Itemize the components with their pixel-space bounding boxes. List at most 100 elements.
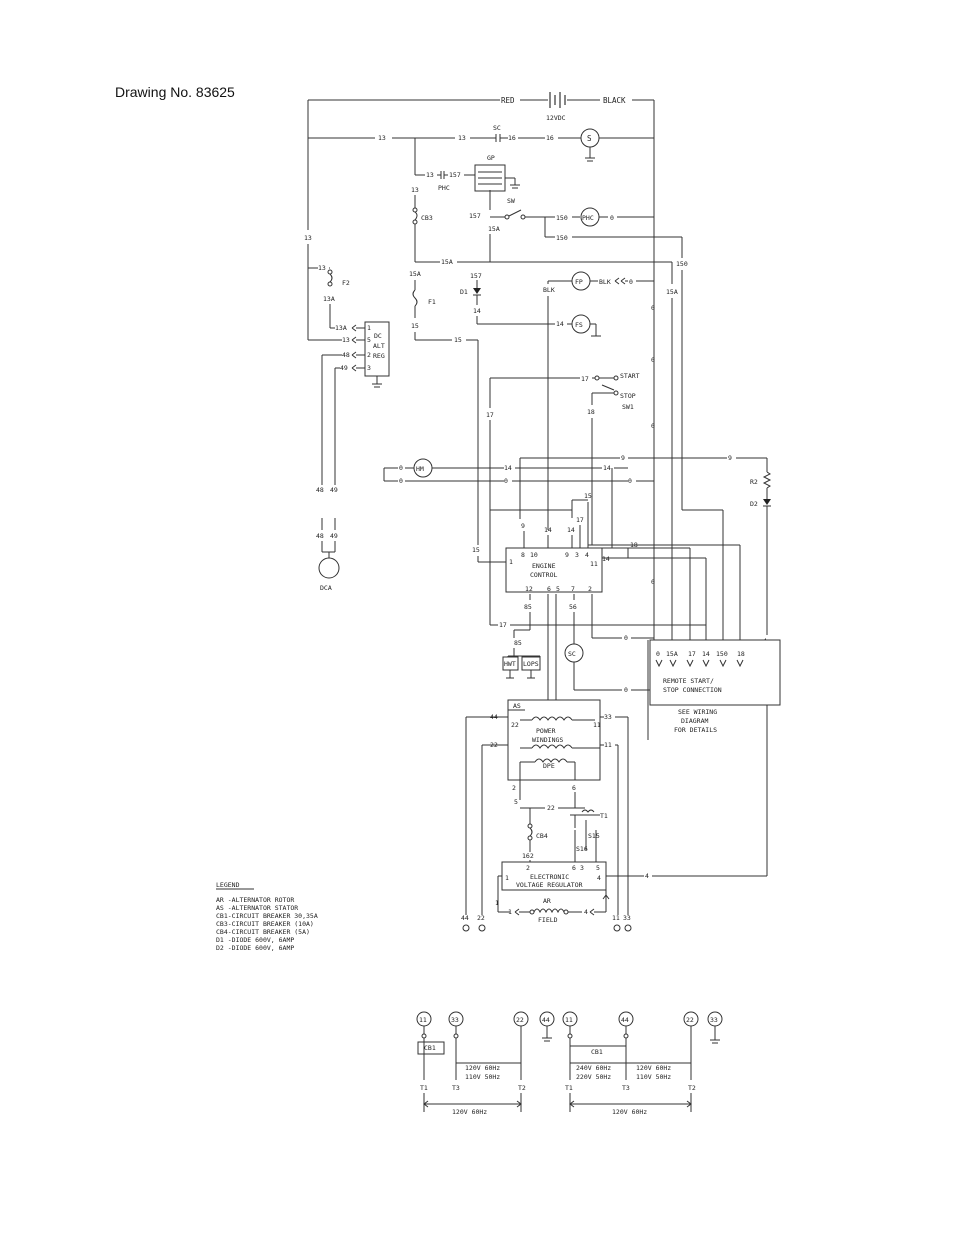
voltage-label: 240V 60Hz — [576, 1064, 611, 1072]
svg-text:11: 11 — [590, 560, 598, 568]
svg-text:14: 14 — [504, 464, 512, 472]
voltage-label: 120V 60Hz — [465, 1064, 500, 1072]
svg-text:13: 13 — [378, 134, 386, 142]
svg-text:22: 22 — [547, 804, 555, 812]
svg-text:0: 0 — [504, 477, 508, 485]
svg-text:9: 9 — [621, 454, 625, 462]
svg-text:17: 17 — [499, 621, 507, 629]
svg-text:22: 22 — [477, 914, 485, 922]
svg-text:48: 48 — [342, 351, 350, 359]
svg-text:150: 150 — [676, 260, 688, 268]
svg-text:2: 2 — [367, 351, 371, 359]
svg-text:0: 0 — [651, 356, 655, 364]
remote-label-1: REMOTE START/ — [663, 677, 714, 685]
ar-label: AR — [543, 897, 551, 905]
t1-cb4: T1 S15 S16 CB4 162 — [522, 808, 608, 862]
legend-item: CB4-CIRCUIT BREAKER (5A) — [216, 928, 310, 936]
svg-text:18: 18 — [630, 541, 638, 549]
dcalt-label-2: ALT — [373, 342, 385, 350]
voltage-label: 220V 50Hz — [576, 1073, 611, 1081]
svg-text:85: 85 — [524, 603, 532, 611]
evr-label-2: VOLTAGE REGULATOR — [516, 881, 583, 889]
lops-sensor-label: LOPS — [523, 660, 539, 668]
svg-text:1: 1 — [509, 558, 513, 566]
svg-text:15: 15 — [584, 492, 592, 500]
sw-label: SW — [507, 197, 515, 205]
glow-plug-label: GP — [487, 154, 495, 162]
total-voltage-label: 120V 60Hz — [612, 1108, 647, 1116]
voltage-label: 110V 50Hz — [465, 1073, 500, 1081]
dca-symbol — [318, 557, 340, 579]
t3-terminal: T3 — [622, 1084, 630, 1092]
svg-text:4: 4 — [597, 874, 601, 882]
fuel-pump-label: FP — [575, 278, 583, 286]
svg-text:13: 13 — [304, 234, 312, 242]
legend-heading: LEGEND — [216, 881, 240, 889]
svg-text:2: 2 — [512, 784, 516, 792]
see-wiring-2: DIAGRAM — [681, 717, 708, 725]
engine-control-label-1: ENGINE — [532, 562, 556, 570]
svg-text:2: 2 — [526, 864, 530, 872]
svg-text:14: 14 — [556, 320, 564, 328]
red-wire-label: RED — [501, 96, 515, 105]
svg-text:1: 1 — [495, 899, 499, 907]
remote-start-box — [649, 639, 781, 706]
glow-plug-circuit: 13 157 PHC GP 13 CB3 — [411, 138, 520, 262]
svg-text:15A: 15A — [441, 258, 453, 266]
svg-text:5: 5 — [556, 585, 560, 593]
svg-text:13: 13 — [318, 264, 326, 272]
svg-text:157: 157 — [469, 212, 481, 220]
legend-item: AR -ALTERNATOR ROTOR — [216, 896, 294, 904]
remote-term-150: 150 — [716, 650, 728, 658]
svg-text:33: 33 — [623, 914, 631, 922]
t3-terminal: T3 — [452, 1084, 460, 1092]
svg-text:2: 2 — [588, 585, 592, 593]
legend-item: AS -ALTERNATOR STATOR — [216, 904, 298, 912]
svg-text:6: 6 — [572, 864, 576, 872]
svg-text:48: 48 — [316, 486, 324, 494]
svg-text:8: 8 — [521, 551, 525, 559]
svg-text:13: 13 — [458, 134, 466, 142]
svg-text:0: 0 — [399, 477, 403, 485]
remote-term-14: 14 — [702, 650, 710, 658]
svg-text:157: 157 — [449, 171, 461, 179]
s16-label: S16 — [576, 845, 588, 853]
black-wire-label: BLACK — [603, 96, 626, 105]
f2-label: F2 — [342, 279, 350, 287]
svg-text:0: 0 — [624, 686, 628, 694]
remote-label-2: STOP CONNECTION — [663, 686, 722, 694]
sensors: 85 85 HWT LOPS 56 SC 0 — [490, 594, 706, 740]
svg-text:33: 33 — [604, 713, 612, 721]
field-label: FIELD — [538, 916, 558, 924]
evr-label-1: ELECTRONIC — [530, 873, 569, 881]
svg-text:0: 0 — [651, 422, 655, 430]
svg-text:13A: 13A — [323, 295, 335, 303]
svg-text:15A: 15A — [409, 270, 421, 278]
starter-circuit: 13 13 SC 16 16 S 13 — [304, 124, 654, 262]
engine-control-label-2: CONTROL — [530, 571, 557, 579]
svg-text:3: 3 — [580, 864, 584, 872]
svg-text:0: 0 — [628, 477, 632, 485]
terminal-11: 11 — [419, 1016, 427, 1024]
power-windings-label-2: WINDINGS — [532, 736, 563, 744]
svg-text:18: 18 — [587, 408, 595, 416]
terminal-22: 22 — [686, 1016, 694, 1024]
svg-text:16: 16 — [546, 134, 554, 142]
svg-text:4: 4 — [584, 908, 588, 916]
svg-text:14: 14 — [602, 555, 610, 563]
svg-text:15: 15 — [454, 336, 462, 344]
legend-item: D1 -DIODE 600V, 6AMP — [216, 936, 294, 944]
svg-text:14: 14 — [567, 526, 575, 534]
svg-text:0: 0 — [629, 278, 633, 286]
dcalt-label-3: REG — [373, 352, 385, 360]
bus-15a: 15A 15A 15A F1 15 15 15 — [409, 258, 678, 640]
svg-text:11: 11 — [612, 914, 620, 922]
as-box — [507, 699, 601, 781]
power-windings-label-1: POWER — [536, 727, 556, 735]
svg-text:14: 14 — [603, 464, 611, 472]
svg-text:13: 13 — [426, 171, 434, 179]
sc-contact-label: SC — [493, 124, 501, 132]
terminal-44: 44 — [542, 1016, 550, 1024]
